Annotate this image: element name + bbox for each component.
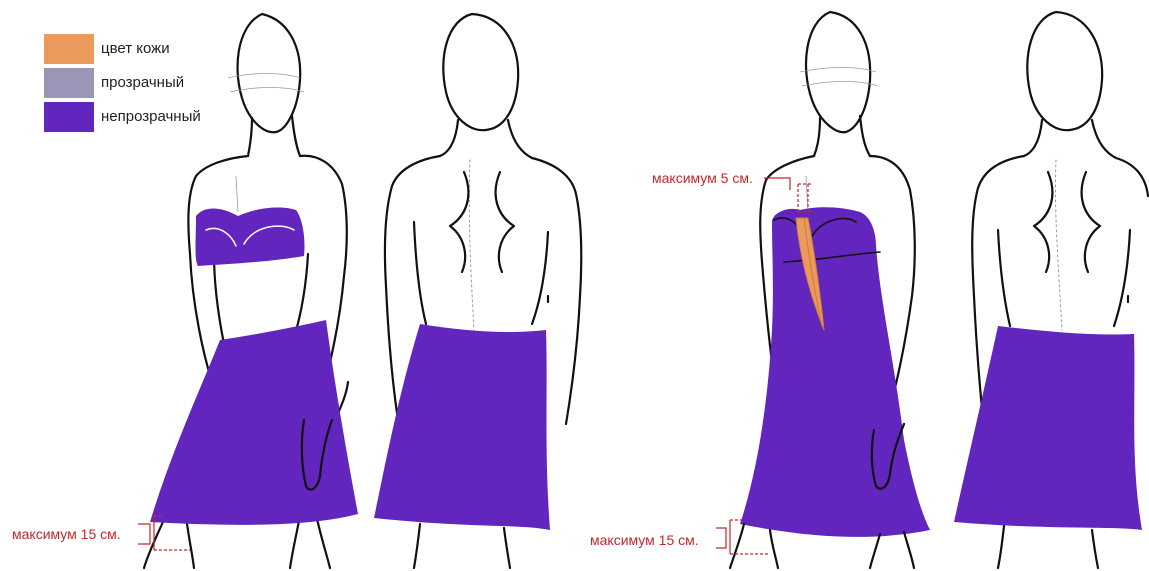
hem-length-label-left: максимум 15 см.	[12, 526, 121, 542]
neckline-length-label: максимум 5 см.	[652, 170, 753, 186]
hem-length-label-right: максимум 15 см.	[590, 532, 699, 548]
figure-1-front-two-piece	[144, 14, 358, 568]
figure-2-back-two-piece	[374, 14, 581, 568]
figure-4-back-dress	[954, 12, 1148, 568]
figure-3-front-dress	[730, 12, 930, 568]
opaque-swatch	[44, 102, 94, 132]
neckline-dimension	[764, 178, 812, 212]
legend-label: прозрачный	[101, 74, 184, 91]
legend-label: непрозрачный	[101, 108, 201, 125]
skin-color-swatch	[44, 34, 94, 64]
legend-label: цвет кожи	[101, 40, 170, 57]
transparent-swatch	[44, 68, 94, 98]
